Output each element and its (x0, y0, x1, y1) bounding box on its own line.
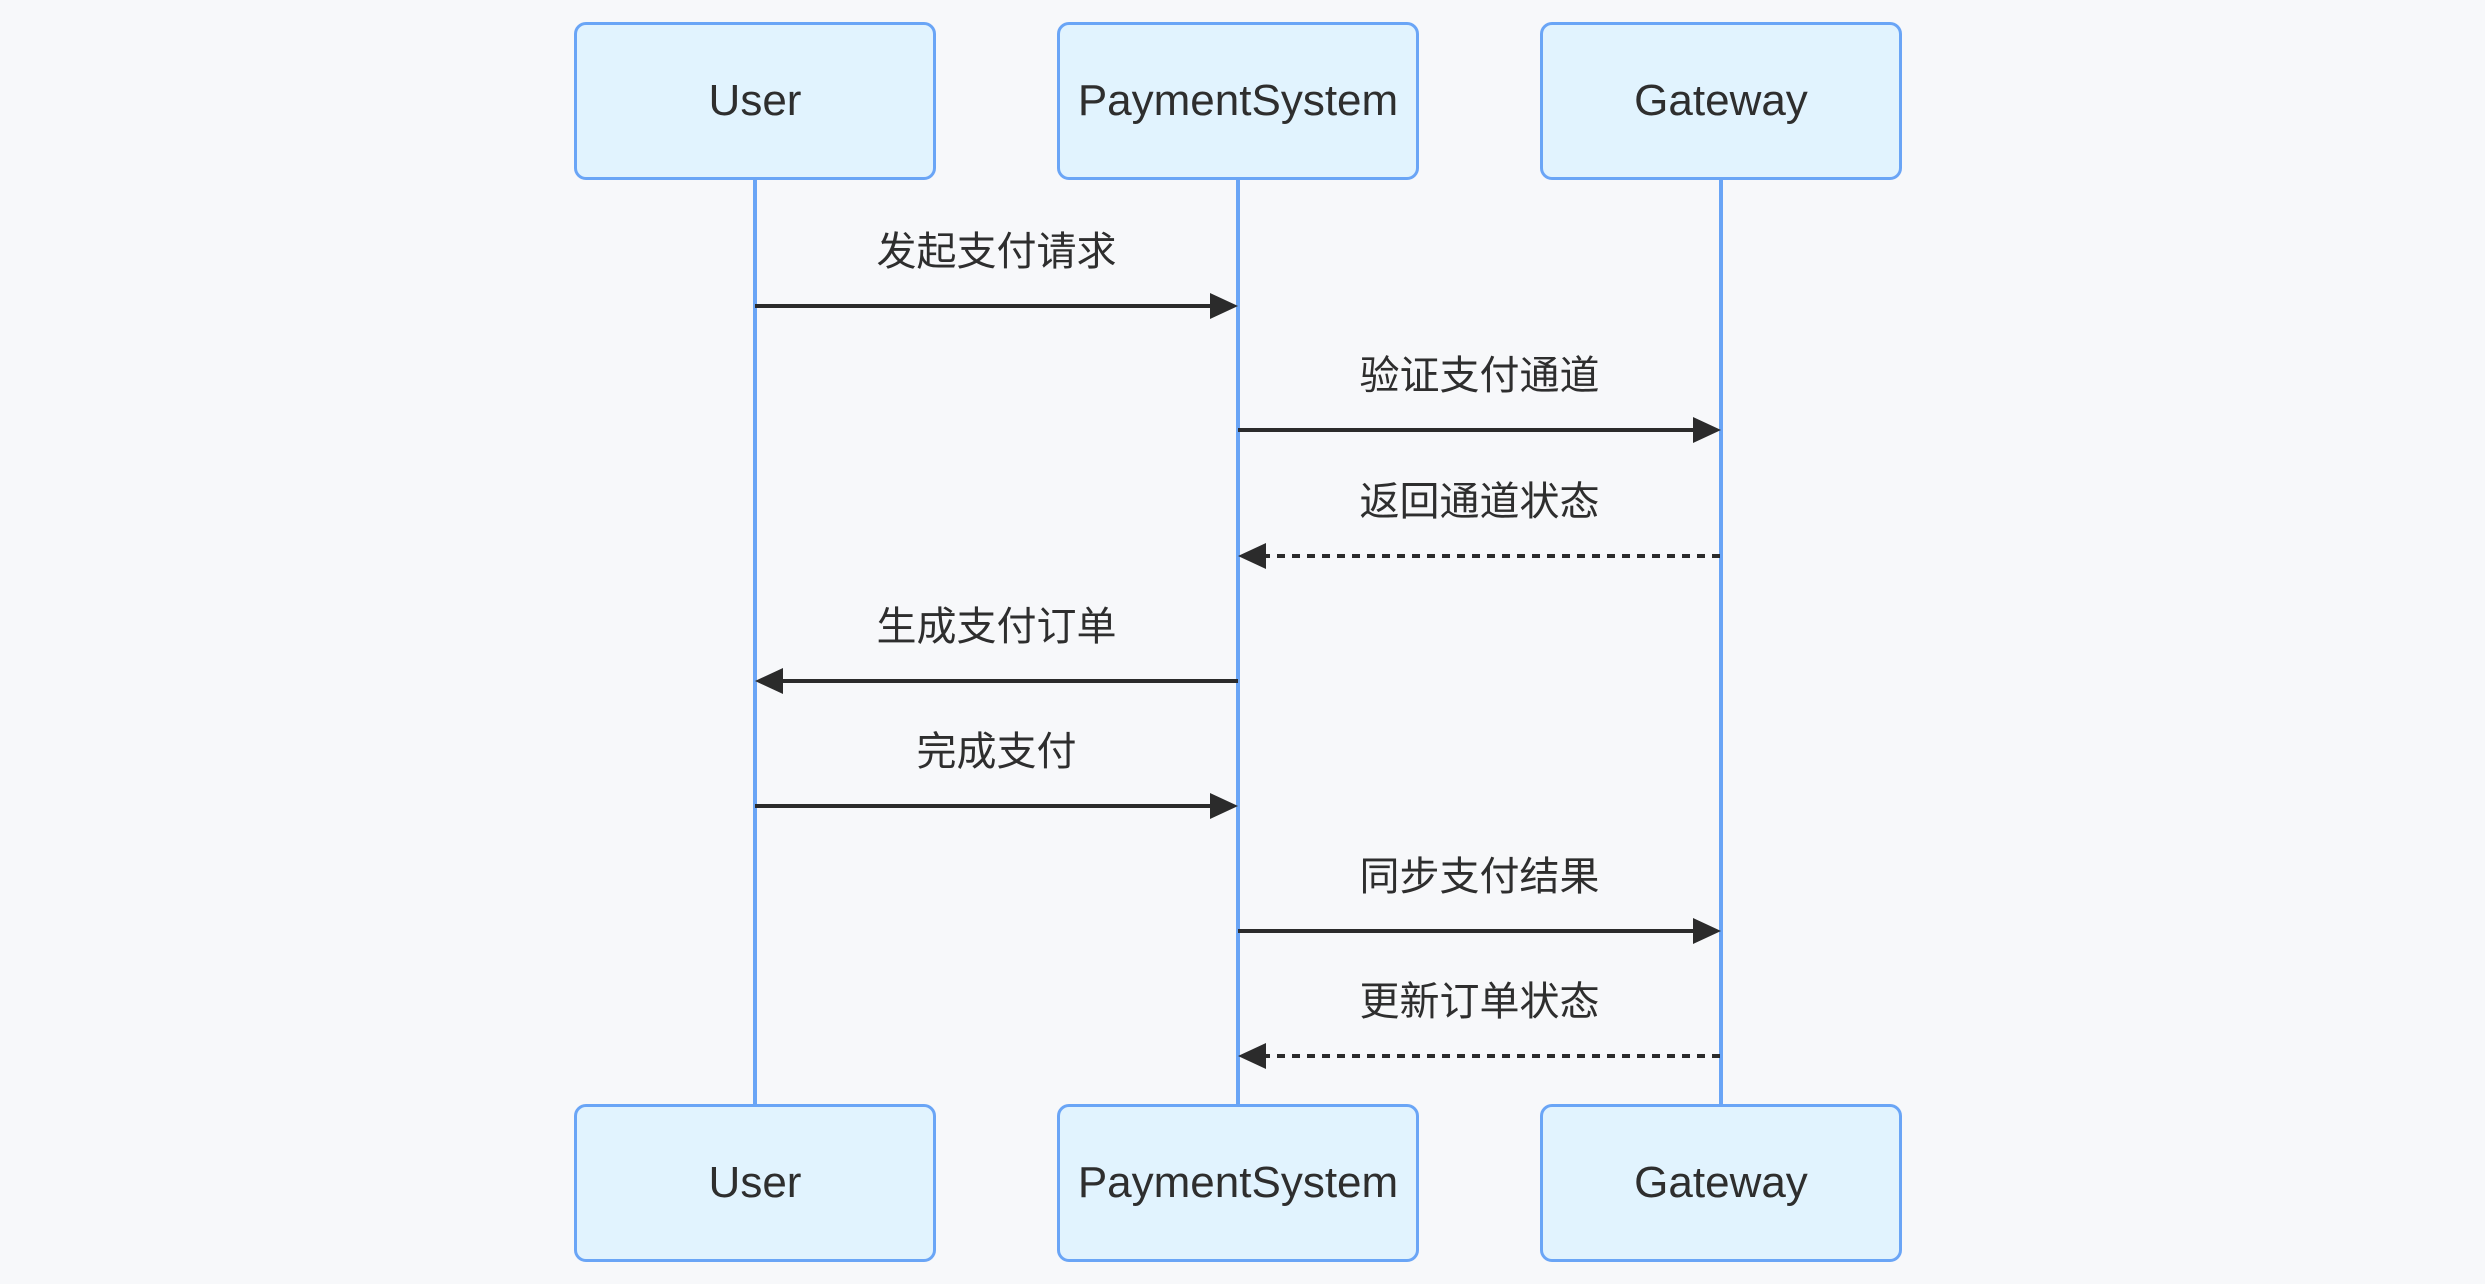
actor-box-bottom-user: User (574, 1104, 936, 1262)
arrowhead-icon (1210, 793, 1238, 819)
arrowhead-icon (1693, 417, 1721, 443)
actor-label-user: User (708, 76, 802, 125)
message-line-4 (779, 679, 1238, 683)
message-label-3: 返回通道状态 (1359, 480, 1600, 524)
actor-label-paymentsystem: PaymentSystem (1077, 76, 1399, 125)
lifeline-user (753, 178, 757, 1106)
actor-label-user: User (708, 1158, 802, 1207)
message-line-6 (1238, 929, 1697, 933)
actor-box-bottom-paymentsystem: PaymentSystem (1057, 1104, 1419, 1262)
message-label-7: 更新订单状态 (1359, 980, 1600, 1024)
arrowhead-icon (1238, 543, 1266, 569)
message-label-1: 发起支付请求 (876, 230, 1117, 274)
lifeline-paymentsystem (1236, 178, 1240, 1106)
arrowhead-icon (1238, 1043, 1266, 1069)
message-label-5: 完成支付 (916, 730, 1077, 774)
message-label-2: 验证支付通道 (1359, 354, 1600, 398)
message-line-2 (1238, 428, 1697, 432)
arrowhead-icon (1693, 918, 1721, 944)
actor-box-bottom-gateway: Gateway (1540, 1104, 1902, 1262)
message-label-6: 同步支付结果 (1359, 855, 1600, 899)
message-line-3 (1262, 554, 1721, 558)
message-line-7 (1262, 1054, 1721, 1058)
message-line-1 (755, 304, 1214, 308)
lifeline-gateway (1719, 178, 1723, 1106)
arrowhead-icon (755, 668, 783, 694)
actor-box-top-user: User (574, 22, 936, 180)
actor-label-gateway: Gateway (1634, 1158, 1808, 1207)
message-line-5 (755, 804, 1214, 808)
actor-label-gateway: Gateway (1634, 76, 1808, 125)
message-label-4: 生成支付订单 (876, 605, 1117, 649)
actor-box-top-paymentsystem: PaymentSystem (1057, 22, 1419, 180)
arrowhead-icon (1210, 293, 1238, 319)
actor-box-top-gateway: Gateway (1540, 22, 1902, 180)
actor-label-paymentsystem: PaymentSystem (1077, 1158, 1399, 1207)
